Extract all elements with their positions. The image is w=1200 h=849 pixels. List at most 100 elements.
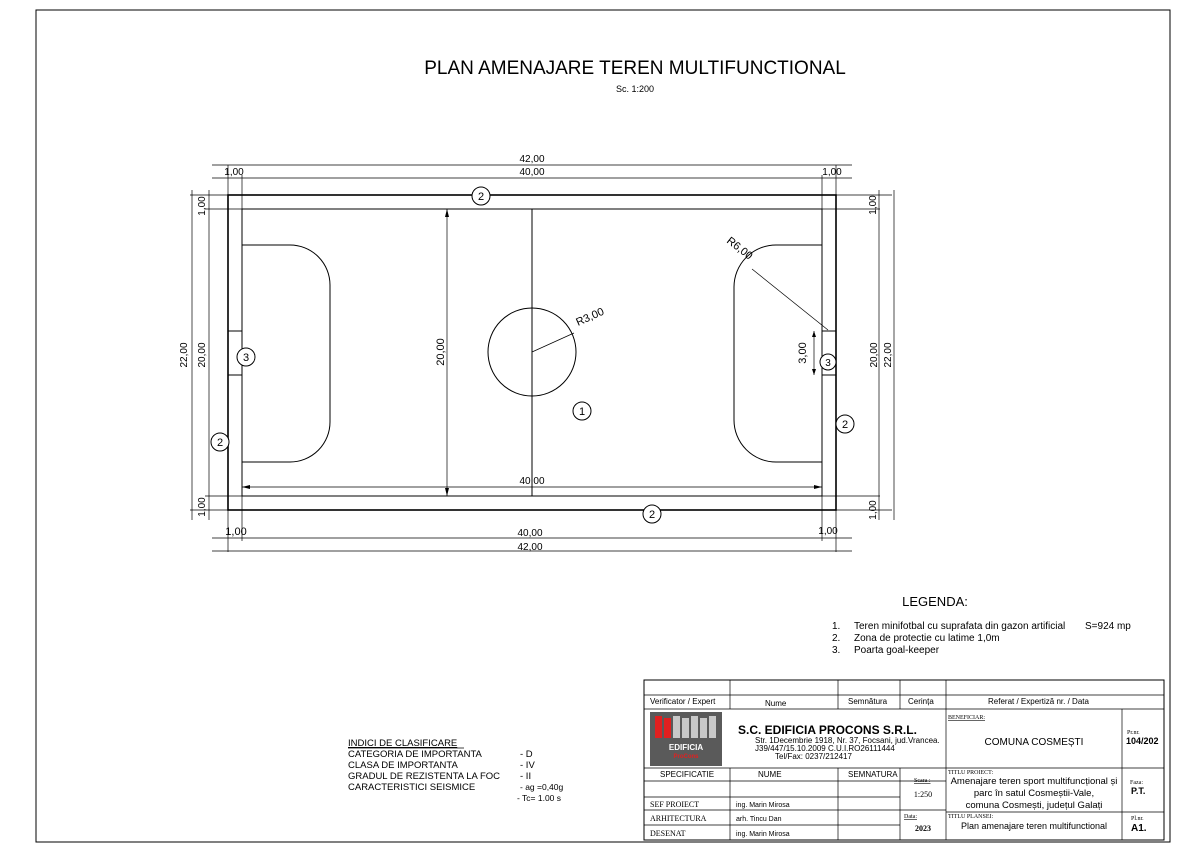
- indici-clasificare: INDICI DE CLASIFICARE CATEGORIA DE IMPOR…: [348, 738, 564, 803]
- legend-item-2: Zona de protectie cu latime 1,0m: [854, 633, 1000, 644]
- left-dimensions: 22,00 20,00 1,00 1,00: [179, 190, 242, 520]
- svg-text:- D: - D: [520, 749, 533, 760]
- data-value: 2023: [915, 824, 931, 833]
- svg-text:2: 2: [649, 509, 655, 521]
- indici-title: INDICI DE CLASIFICARE: [348, 738, 457, 749]
- desenat-value: ing. Marin Mirosa: [736, 831, 790, 838]
- right-total-height: 22,00: [883, 342, 894, 367]
- top-inner-width: 40,00: [519, 167, 544, 178]
- svg-text:2: 2: [842, 419, 848, 431]
- scara-value: 1:250: [914, 790, 932, 799]
- verificator-header: Verificator / Expert: [650, 697, 716, 706]
- marker-3-right: 3: [819, 353, 837, 371]
- right-dimensions: 20,00 22,00 1,00 1,00: [822, 190, 895, 520]
- penalty-area-right: [733, 244, 822, 463]
- bottom-total-width: 42,00: [517, 542, 542, 553]
- marker-3-left: 3: [236, 347, 256, 367]
- penalty-area-left: [242, 244, 331, 463]
- bottom-right-edge: 1,00: [818, 526, 838, 537]
- right-inner-height: 20,00: [869, 342, 880, 367]
- nume-header: Nume: [765, 699, 787, 708]
- cerinta-header: Cerința: [908, 697, 934, 706]
- bottom-left-edge: 1,00: [225, 526, 246, 538]
- left-top-edge: 1,00: [197, 196, 208, 216]
- prnr-label: Pr.nr.: [1127, 730, 1140, 736]
- title-block: Verificator / Expert Nume Semnătura Ceri…: [643, 679, 1165, 841]
- company-phone: Tel/Fax: 0237/212417: [775, 752, 852, 761]
- sef-label: SEF PROIECT: [650, 800, 699, 809]
- legend-title: LEGENDA:: [902, 594, 968, 609]
- page-title: PLAN AMENAJARE TEREN MULTIFUNCTIONAL: [424, 58, 846, 79]
- prnr-value: 104/202: [1126, 736, 1159, 746]
- top-dimensions: 42,00 40,00 1,00 1,00: [212, 154, 852, 209]
- arhitectura-label: ARHITECTURA: [650, 814, 707, 823]
- svg-text:- IV: - IV: [520, 760, 535, 771]
- svg-text:- II: - II: [520, 771, 531, 782]
- svg-text:2: 2: [478, 191, 484, 203]
- left-bottom-edge: 1,00: [197, 497, 208, 517]
- marker-2-right: 2: [835, 414, 855, 434]
- desenat-label: DESENAT: [650, 829, 686, 838]
- titlu-plansei-label: TITLU PLANSEI:: [948, 814, 993, 820]
- plnr-value: A1.: [1131, 823, 1147, 834]
- marker-1: 1: [572, 401, 592, 421]
- svg-text:1: 1: [579, 406, 585, 418]
- legend-num-1: 1.: [832, 621, 840, 632]
- marker-2-left: 2: [210, 432, 230, 452]
- field-width-label: 40,00: [519, 476, 544, 487]
- center-circle: [487, 307, 577, 397]
- faza-label: Faza:: [1130, 780, 1143, 786]
- r6-leader: [751, 268, 829, 331]
- company-registry: J39/447/15.10.2009 C.U.I.RO26111444: [755, 744, 895, 753]
- beneficiar-value: COMUNA COSMEȘTI: [985, 737, 1084, 748]
- marker-2-top: 2: [471, 186, 491, 206]
- svg-text:GRADUL DE REZISTENTA LA FOC: GRADUL DE REZISTENTA LA FOC: [348, 771, 500, 782]
- top-right-edge: 1,00: [822, 167, 842, 178]
- proiect-line-1: Amenajare teren sport multifuncțional și: [951, 776, 1118, 787]
- field-plan: R3,00 R6,00 20,00 40,00 3,00 1 2 2 2: [210, 186, 855, 524]
- faza-value: P.T.: [1131, 786, 1145, 796]
- right-bottom-edge: 1,00: [868, 500, 879, 520]
- marker-2-bottom: 2: [642, 504, 662, 524]
- svg-text:CLASA DE IMPORTANTA: CLASA DE IMPORTANTA: [348, 760, 458, 771]
- svg-text:3: 3: [243, 352, 249, 364]
- top-left-edge: 1,00: [224, 167, 244, 178]
- r3-label: R3,00: [574, 306, 606, 329]
- svg-text:CATEGORIA DE IMPORTANTA: CATEGORIA DE IMPORTANTA: [348, 749, 483, 760]
- proiect-line-3: comuna Cosmești, județul Galați: [966, 800, 1103, 811]
- r3-leader: [531, 332, 575, 353]
- semnatura-col-header: SEMNATURA: [848, 770, 898, 779]
- logo-name: EDIFICIA: [669, 743, 703, 752]
- semnatura-header: Semnătura: [848, 697, 888, 706]
- arhitectura-value: arh. Tincu Dan: [736, 816, 782, 823]
- beneficiar-label: BENEFICIAR:: [948, 715, 985, 721]
- legend-item-1-area: S=924 mp: [1085, 621, 1131, 632]
- company-logo: EDIFICIA ProCons: [650, 712, 722, 766]
- data-label: Data:: [904, 814, 917, 820]
- scara-label: Scara :: [914, 778, 931, 784]
- bottom-inner-width: 40,00: [517, 528, 542, 539]
- legend-num-3: 3.: [832, 645, 840, 656]
- scale-label: Sc. 1:200: [616, 84, 654, 94]
- goal-right: [821, 330, 837, 376]
- svg-text:- ag =0,40g: - ag =0,40g: [520, 782, 564, 792]
- sheet-border: [35, 9, 1171, 843]
- company-address: Str. 1Decembrie 1918, Nr. 37, Focsani, j…: [755, 736, 940, 745]
- svg-text:- Tc= 1.00 s: - Tc= 1.00 s: [517, 793, 561, 803]
- r6-label: R6,00: [724, 235, 755, 263]
- svg-text:2: 2: [217, 437, 223, 449]
- left-inner-height: 20,00: [197, 342, 208, 367]
- right-top-edge: 1,00: [868, 195, 879, 215]
- svg-text:CARACTERISTICI SEISMICE: CARACTERISTICI SEISMICE: [348, 782, 475, 793]
- legend-item-3: Poarta goal-keeper: [854, 645, 940, 656]
- legend-item-1: Teren minifotbal cu suprafata din gazon …: [854, 621, 1065, 632]
- company-name: S.C. EDIFICIA PROCONS S.R.L.: [738, 723, 917, 737]
- titlu-proiect-label: TITLU PROIECT:: [948, 770, 994, 776]
- sef-value: ing. Marin Mirosa: [736, 802, 790, 809]
- field-height-label: 20,00: [435, 338, 447, 366]
- top-total-width: 42,00: [519, 154, 544, 165]
- goal-dim-label: 3,00: [797, 342, 809, 363]
- plansa-title: Plan amenajare teren multifunctional: [961, 821, 1107, 831]
- bottom-dimensions: 1,00 40,00 1,00 42,00: [212, 496, 852, 553]
